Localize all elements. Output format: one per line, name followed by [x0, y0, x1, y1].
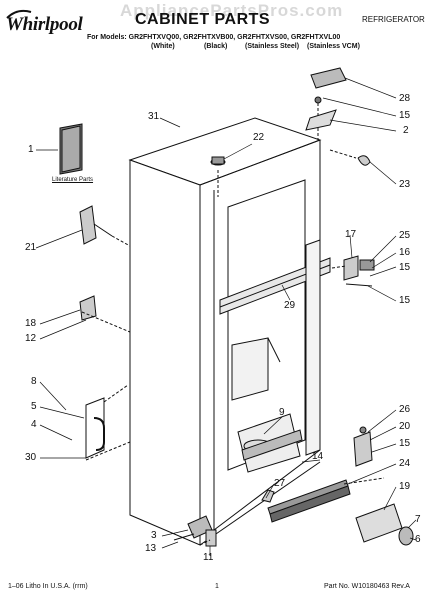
callout-28: 28 [399, 93, 411, 104]
callout-16: 16 [399, 247, 411, 258]
callout-15: 15 [399, 110, 411, 121]
watermark: AppliancePartsPros.com [120, 1, 344, 20]
model-color: (White) [151, 43, 175, 50]
callout-14: 14 [312, 451, 324, 462]
callout-12: 12 [25, 333, 37, 344]
model-color: (Stainless VCM) [307, 43, 360, 50]
model-number: GR2FHTXVS00, [237, 34, 289, 41]
callout-19: 19 [399, 481, 411, 492]
callout-6: 6 [415, 534, 421, 545]
callout-17: 17 [345, 229, 357, 240]
footer-print-info: 1–06 Litho In U.S.A. (rrm) [8, 583, 88, 590]
appliance-type: REFRIGERATOR [362, 15, 425, 24]
brand-swoosh-icon [6, 9, 32, 19]
callout-25: 25 [399, 230, 411, 241]
callout-7: 7 [415, 514, 421, 525]
callout-30: 30 [25, 452, 37, 463]
cabinet-left-side [129, 159, 201, 546]
callout-9: 9 [279, 407, 285, 418]
callout-29: 29 [284, 300, 296, 311]
literature-parts-label: Literature Parts [52, 177, 94, 183]
footer-part-number: Part No. W10180463 Rev.A [324, 583, 410, 590]
model-number: GR2FHTXVB00, [183, 34, 236, 41]
model-number: GR2FHTXVQ00, [128, 34, 182, 41]
callout-13: 13 [145, 543, 157, 554]
callout-18: 18 [25, 318, 37, 329]
brand-logo: Whirlpool [6, 14, 83, 35]
model-number: GR2FHTXVL00 [290, 34, 341, 41]
callout-15: 15 [399, 262, 411, 273]
callout-11: 11 [203, 552, 214, 563]
callout-15: 15 [399, 438, 411, 449]
callout-1: 1 [28, 144, 34, 155]
callout-15: 15 [399, 295, 411, 306]
callout-5: 5 [31, 401, 37, 412]
footer-page-number: 1 [215, 583, 219, 590]
callout-27: 27 [274, 478, 286, 489]
callout-24: 24 [399, 458, 411, 469]
callout-31: 31 [148, 111, 160, 122]
callout-20: 20 [399, 421, 411, 432]
model-color: (Black) [204, 43, 228, 50]
callout-8: 8 [31, 376, 37, 387]
callout-4: 4 [31, 419, 37, 430]
model-list: For Models: GR2FHTXVQ00, GR2FHTXVB00, GR… [87, 34, 340, 41]
callout-3: 3 [151, 530, 157, 541]
callout-22: 22 [253, 132, 265, 143]
models-prefix: For Models: [87, 34, 127, 41]
page-title: CABINET PARTS [135, 11, 271, 28]
callout-leaders [35, 77, 417, 556]
callout-26: 26 [399, 404, 411, 415]
model-color: (Stainless Steel) [245, 43, 300, 50]
callout-23: 23 [399, 179, 411, 190]
callout-21: 21 [25, 242, 37, 253]
callout-2: 2 [403, 125, 409, 136]
cabinet-liner [227, 179, 306, 471]
